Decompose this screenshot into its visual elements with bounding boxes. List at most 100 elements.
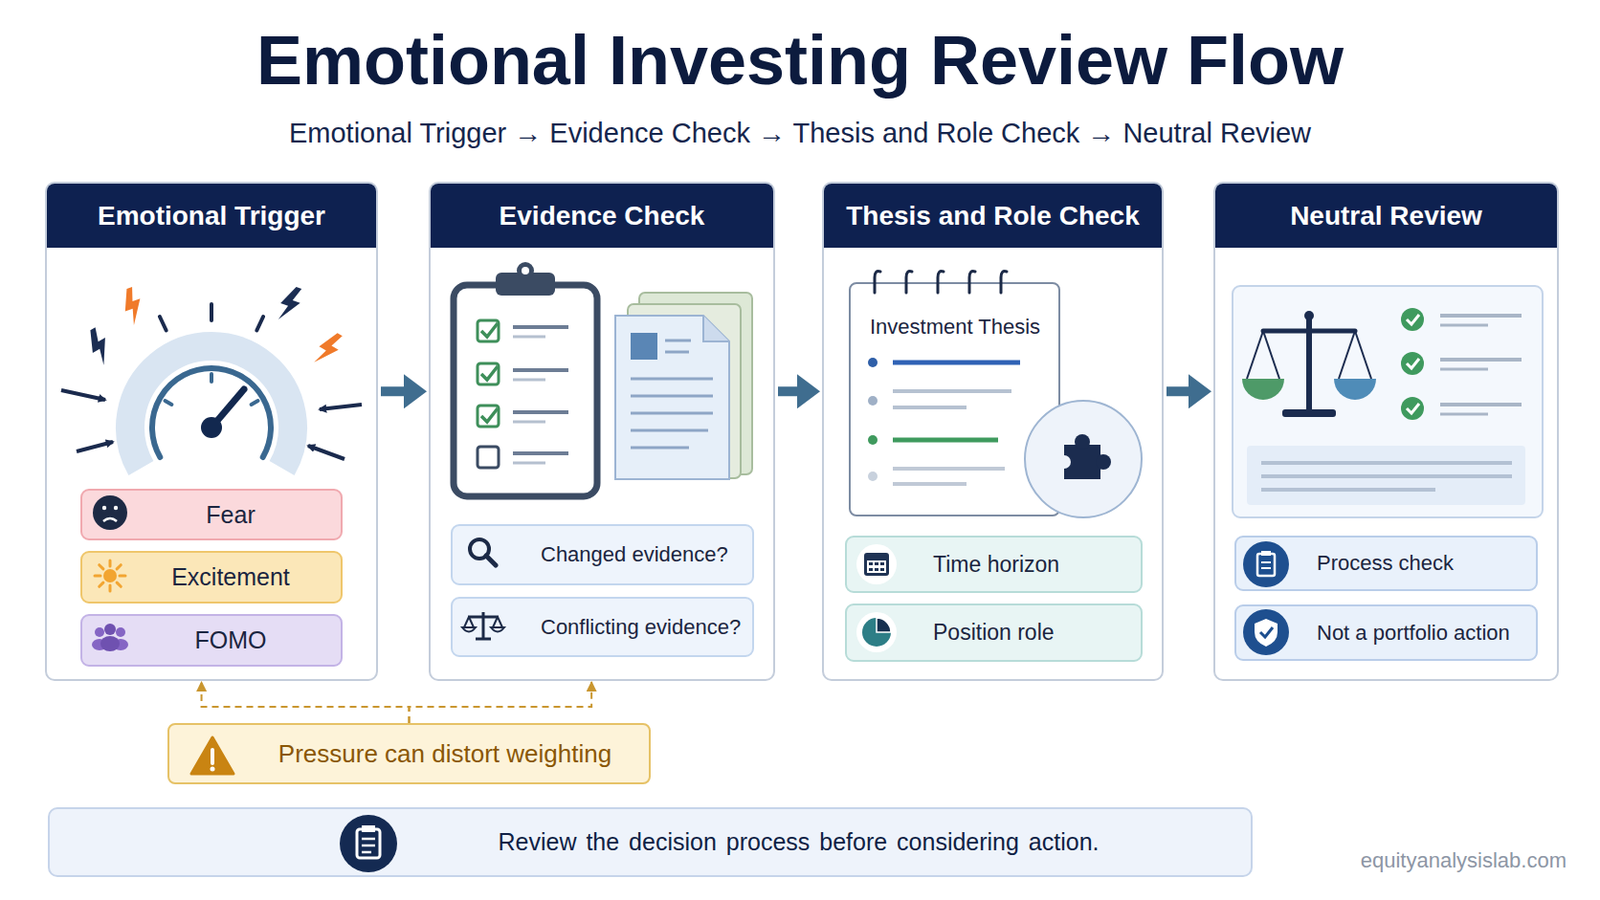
node-text: Time horizon <box>933 552 1060 578</box>
warning-icon <box>210 767 216 773</box>
scale-icon <box>492 617 498 628</box>
shield-icon <box>1243 609 1289 656</box>
gauge-illustration <box>159 316 167 332</box>
balance-illustration <box>1440 324 1489 328</box>
document-stack <box>703 315 730 342</box>
banner-icon <box>356 829 380 859</box>
excitement-icon <box>94 575 101 578</box>
balance-illustration <box>1246 445 1526 506</box>
gauge-illustration <box>319 404 362 410</box>
document-stack <box>630 395 713 399</box>
process-icon <box>1243 541 1289 588</box>
balance-illustration <box>1232 286 1543 518</box>
calendar-icon <box>864 553 889 577</box>
source-watermark: equityanalysislab.com <box>1244 847 1567 875</box>
gauge-illustration <box>117 286 148 328</box>
gauge-illustration <box>76 442 113 452</box>
fear-icon <box>92 495 128 531</box>
checklist-illustration <box>481 323 498 337</box>
gauge-illustration <box>61 390 106 400</box>
warning-callout: Pressure can distort weighting <box>167 723 651 785</box>
process-icon <box>1243 541 1289 588</box>
diagram-title: Emotional Investing Review Flow <box>0 19 1600 102</box>
notebook-decoration <box>1000 271 1007 293</box>
checklist-illustration <box>512 462 546 466</box>
panel-heading: Emotional Trigger <box>46 183 377 248</box>
checklist-illustration <box>477 405 499 427</box>
checklist-illustration <box>512 378 546 382</box>
checklist-illustration <box>512 325 569 330</box>
notebook-decoration <box>937 271 944 293</box>
node-text: FOMO <box>195 626 267 655</box>
magnifier-icon <box>469 539 489 559</box>
balance-illustration <box>1400 397 1424 421</box>
fear-icon <box>103 518 117 522</box>
crowd-icon <box>94 627 105 638</box>
warning-icon <box>191 737 234 775</box>
checklist-illustration <box>512 451 569 456</box>
scale-icon <box>490 627 505 633</box>
excitement-icon <box>116 565 121 570</box>
flow-arrow <box>1166 386 1189 397</box>
gauge-illustration <box>209 374 214 382</box>
scale-icon <box>462 627 476 633</box>
process-icon <box>1261 561 1271 564</box>
document-stack <box>665 339 691 343</box>
scale-icon <box>482 612 486 640</box>
flow-subtitle: Emotional Trigger → Evidence Check → The… <box>0 115 1600 151</box>
fear-icon <box>92 495 128 531</box>
excitement-icon <box>119 575 126 578</box>
checklist-illustration <box>516 262 534 280</box>
balance-illustration <box>1400 352 1424 376</box>
gauge-illustration <box>311 329 346 371</box>
pressure-link <box>409 682 593 724</box>
process-icon <box>1261 567 1271 570</box>
balance-illustration <box>1246 331 1264 379</box>
node-text: Not a portfolio action <box>1316 621 1511 646</box>
node-text: Conflicting evidence? <box>540 615 741 641</box>
balance-illustration <box>1400 308 1424 332</box>
flow-arrow <box>380 386 404 397</box>
balance-illustration <box>1242 378 1285 400</box>
gauge-illustration <box>200 417 223 439</box>
checklist-illustration <box>521 266 530 275</box>
document-stack <box>615 292 753 480</box>
notebook-decoration <box>906 271 912 293</box>
question-tag: Changed evidence? <box>450 524 755 586</box>
shield-icon <box>1254 619 1278 647</box>
checklist-illustration <box>477 363 499 385</box>
reminder-banner: Review the decision process before consi… <box>47 807 1253 878</box>
excitement-icon <box>116 582 121 587</box>
gauge-illustration <box>256 316 264 332</box>
notebook-decoration <box>867 396 878 406</box>
shield-icon <box>1260 627 1273 638</box>
node-text: Pressure can distort weighting <box>278 739 612 770</box>
crowd-icon <box>112 639 129 651</box>
gauge-illustration <box>82 326 117 368</box>
panel-heading: Neutral Review <box>1215 183 1557 248</box>
gauge-illustration <box>308 445 345 460</box>
notebook-decoration <box>1095 454 1112 470</box>
document-stack <box>627 304 741 479</box>
emotion-tag: FOMO <box>80 614 343 667</box>
checklist-illustration <box>495 272 556 296</box>
crowd-icon <box>91 639 108 651</box>
checklist-illustration <box>512 335 546 339</box>
node-text: Changed evidence? <box>540 542 729 568</box>
excitement-icon <box>94 560 126 592</box>
crowd-icon <box>100 636 120 652</box>
calendar-icon <box>866 560 887 574</box>
panel-heading: Evidence Check <box>430 183 774 248</box>
node-text: Fear <box>205 501 255 530</box>
checklist-illustration <box>512 421 546 424</box>
gauge-illustration <box>130 346 293 469</box>
node-text: Process check <box>1316 551 1454 577</box>
balance-illustration <box>1406 314 1420 325</box>
thesis-card: Investment Thesis <box>848 282 1061 517</box>
check-tag: Time horizon <box>844 535 1143 594</box>
balance-illustration <box>1440 357 1522 362</box>
node-text: Review the decision process before consi… <box>497 828 1099 857</box>
scale-icon <box>497 617 503 628</box>
scale-icon <box>462 612 505 640</box>
